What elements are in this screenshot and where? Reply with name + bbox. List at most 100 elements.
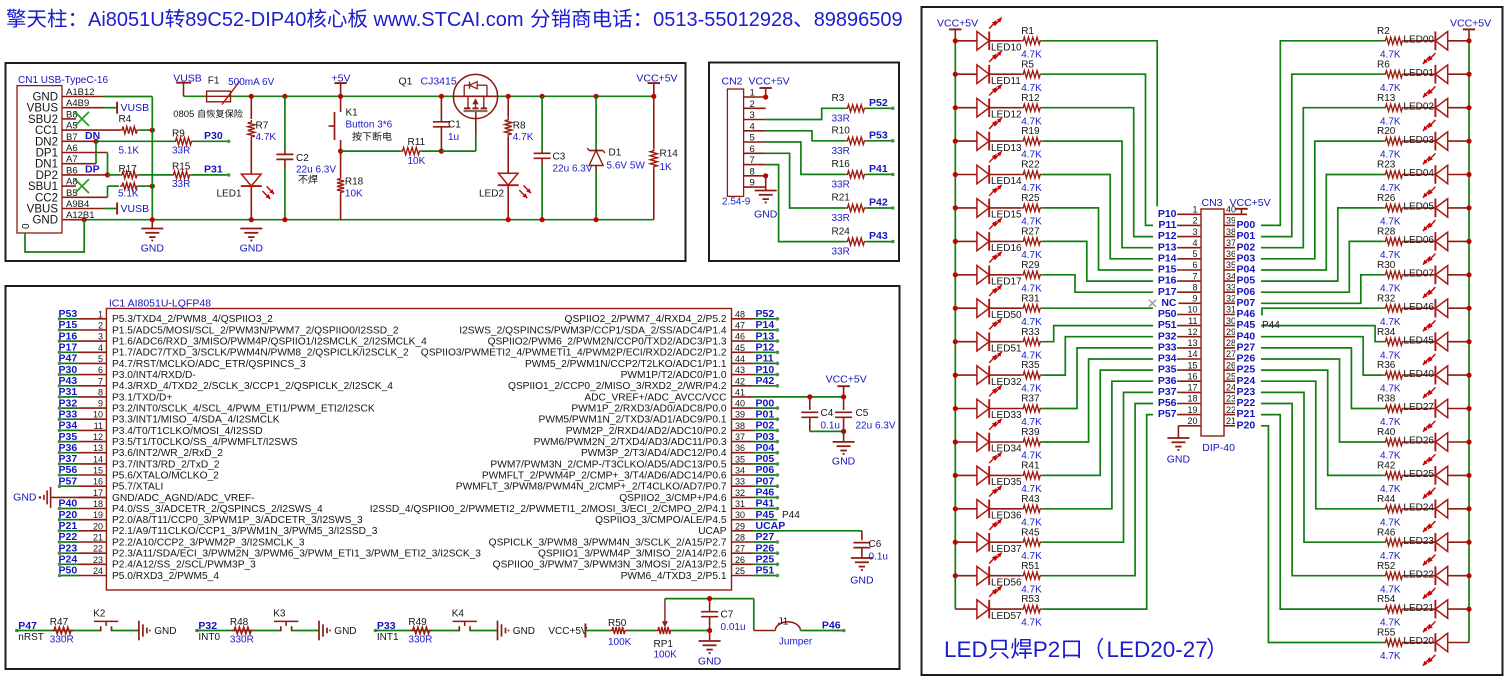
svg-text:P3.0/INT4/RXD/D-: P3.0/INT4/RXD/D- — [112, 370, 196, 381]
svg-text:P26: P26 — [1237, 353, 1256, 365]
svg-text:LED26: LED26 — [1403, 436, 1434, 447]
svg-text:32: 32 — [1226, 294, 1236, 304]
svg-text:F1: F1 — [208, 76, 220, 87]
svg-text:P5.0/RXD3_2/PWM5_4: P5.0/RXD3_2/PWM5_4 — [112, 571, 219, 582]
svg-text:100K: 100K — [608, 637, 632, 648]
svg-text:LED23: LED23 — [1403, 536, 1434, 547]
svg-text:D1: D1 — [609, 148, 622, 159]
svg-text:P57: P57 — [1158, 408, 1177, 420]
svg-text:4.7K: 4.7K — [1380, 150, 1401, 161]
svg-text:www.STCAI.com: www.STCAI.com — [373, 9, 524, 31]
svg-text:PWM3P_2/T3/AD4/ADC12/P0.4: PWM3P_2/T3/AD4/ADC12/P0.4 — [581, 448, 727, 459]
svg-text:LED57: LED57 — [991, 611, 1022, 622]
svg-text:P41: P41 — [869, 163, 888, 175]
svg-text:LED22: LED22 — [1403, 569, 1434, 580]
svg-text:38: 38 — [735, 421, 745, 431]
svg-text:15: 15 — [93, 466, 103, 476]
svg-text:2: 2 — [1192, 216, 1197, 226]
svg-text:0.01u: 0.01u — [721, 622, 746, 633]
svg-text:R19: R19 — [1021, 126, 1040, 137]
svg-text:33: 33 — [735, 477, 745, 487]
svg-text:B5: B5 — [66, 188, 78, 199]
svg-text:P21: P21 — [59, 520, 78, 532]
svg-text:PWM2P_2/RXD4/AD2/ADC10/P0.2: PWM2P_2/RXD4/AD2/ADC10/P0.2 — [566, 426, 727, 437]
svg-text:4.7K: 4.7K — [1021, 451, 1042, 462]
svg-text:SBU2: SBU2 — [28, 114, 58, 126]
svg-text:4: 4 — [750, 121, 755, 132]
svg-text:43: 43 — [735, 365, 745, 375]
svg-text:P5.3/TXD4_2/PWM8_4/QSPIIO3_2: P5.3/TXD4_2/PWM8_4/QSPIIO3_2 — [112, 314, 273, 325]
svg-text:40: 40 — [735, 399, 745, 409]
svg-text:R42: R42 — [1377, 461, 1396, 472]
svg-text:R53: R53 — [1021, 594, 1040, 605]
svg-text:14: 14 — [1187, 349, 1197, 359]
svg-text:P15: P15 — [59, 319, 78, 331]
svg-text:C2: C2 — [296, 153, 309, 164]
svg-text:GND: GND — [698, 656, 722, 668]
svg-text:4.7K: 4.7K — [1380, 551, 1401, 562]
svg-text:P43: P43 — [869, 230, 888, 242]
svg-text:P3.6/INT2/WR_2/RxD_2: P3.6/INT2/WR_2/RxD_2 — [112, 448, 223, 459]
svg-text:33R: 33R — [832, 247, 850, 258]
svg-text:P10: P10 — [1158, 208, 1177, 220]
svg-text:4.7K: 4.7K — [1021, 384, 1042, 395]
svg-text:LED20-27: LED20-27 — [1107, 637, 1208, 662]
svg-text:GND: GND — [32, 92, 58, 104]
svg-text:LED14: LED14 — [991, 176, 1022, 187]
svg-text:P17: P17 — [59, 342, 78, 354]
svg-text:Button 3*6: Button 3*6 — [346, 120, 393, 131]
svg-text:LED24: LED24 — [1403, 503, 1434, 514]
svg-text:DN: DN — [85, 130, 100, 142]
svg-text:P43: P43 — [59, 375, 78, 387]
svg-text:R2: R2 — [1377, 26, 1390, 37]
svg-text:P24: P24 — [1237, 375, 1256, 387]
svg-text:P36: P36 — [59, 442, 78, 454]
svg-text:33R: 33R — [832, 213, 850, 224]
svg-text:12: 12 — [1187, 327, 1197, 337]
svg-text:P52: P52 — [869, 97, 888, 109]
svg-text:R5: R5 — [1021, 59, 1034, 70]
svg-text:4.7K: 4.7K — [1380, 317, 1401, 328]
svg-text:PWM7/PWM3N_2/CMP-/T3CLKO/AD5/A: PWM7/PWM3N_2/CMP-/T3CLKO/AD5/ADC13/P0.5 — [490, 459, 726, 470]
svg-text:PWM5/PWM1N_2/TXD3/AD1/ADC9/P0.: PWM5/PWM1N_2/TXD3/AD1/ADC9/P0.1 — [539, 415, 727, 426]
svg-text:1K: 1K — [660, 162, 673, 173]
svg-text:P1.5/ADC5/MOSI/SCL_2/PWM3N/PWM: P1.5/ADC5/MOSI/SCL_2/PWM3N/PWM7_2/QSPIIO… — [112, 325, 399, 336]
svg-text:22: 22 — [93, 544, 103, 554]
svg-text:R47: R47 — [50, 617, 69, 628]
svg-text:C7: C7 — [721, 610, 734, 621]
svg-text:INT0: INT0 — [198, 632, 220, 643]
svg-text:P10: P10 — [756, 364, 775, 376]
svg-text:R6: R6 — [1377, 59, 1390, 70]
svg-text:4.7K: 4.7K — [1021, 183, 1042, 194]
svg-text:VCC+5V: VCC+5V — [636, 72, 677, 84]
svg-text:4.7K: 4.7K — [1021, 283, 1042, 294]
svg-text:R44: R44 — [1377, 494, 1396, 505]
svg-text:P2.2/A10/CCP2_3/PWM2P_3/I2SMCL: P2.2/A10/CCP2_3/PWM2P_3/I2SMCLK_3 — [112, 537, 305, 548]
svg-text:P00: P00 — [1237, 219, 1256, 231]
svg-text:K2: K2 — [93, 609, 106, 620]
svg-text:QSPIIO3_3/CMPO/ALE/P4.5: QSPIIO3_3/CMPO/ALE/P4.5 — [595, 515, 727, 526]
svg-text:LED36: LED36 — [991, 511, 1022, 522]
svg-text:R48: R48 — [230, 617, 249, 628]
svg-text:P22: P22 — [1237, 397, 1256, 409]
svg-text:CC2: CC2 — [35, 192, 58, 204]
svg-text:P30: P30 — [204, 130, 223, 142]
svg-text:R40: R40 — [1377, 427, 1396, 438]
svg-text:P56: P56 — [1158, 397, 1177, 409]
svg-text:R14: R14 — [660, 149, 679, 160]
svg-text:36: 36 — [1226, 249, 1236, 259]
svg-text:K1: K1 — [346, 107, 359, 118]
svg-text:A6: A6 — [66, 143, 78, 154]
svg-text:B6: B6 — [66, 165, 78, 176]
svg-text:ADC_VREF+/ADC_AVCC/VCC: ADC_VREF+/ADC_AVCC/VCC — [584, 392, 726, 403]
svg-text:QSPIIO2/PWM6_2/PWM2N/CCP0/TXD2: QSPIIO2/PWM6_2/PWM2N/CCP0/TXD2/ADC3/P1.3 — [488, 337, 727, 348]
svg-text:4.7K: 4.7K — [1021, 417, 1042, 428]
svg-text:26: 26 — [1226, 360, 1236, 370]
svg-text:VUSB: VUSB — [121, 102, 150, 114]
svg-text:R3: R3 — [832, 93, 845, 104]
svg-text:8: 8 — [1192, 282, 1197, 292]
svg-text:LED56: LED56 — [991, 577, 1022, 588]
svg-text:UCAP: UCAP — [698, 526, 727, 537]
svg-text:4.7K: 4.7K — [256, 132, 277, 143]
svg-text:GND: GND — [141, 243, 165, 255]
